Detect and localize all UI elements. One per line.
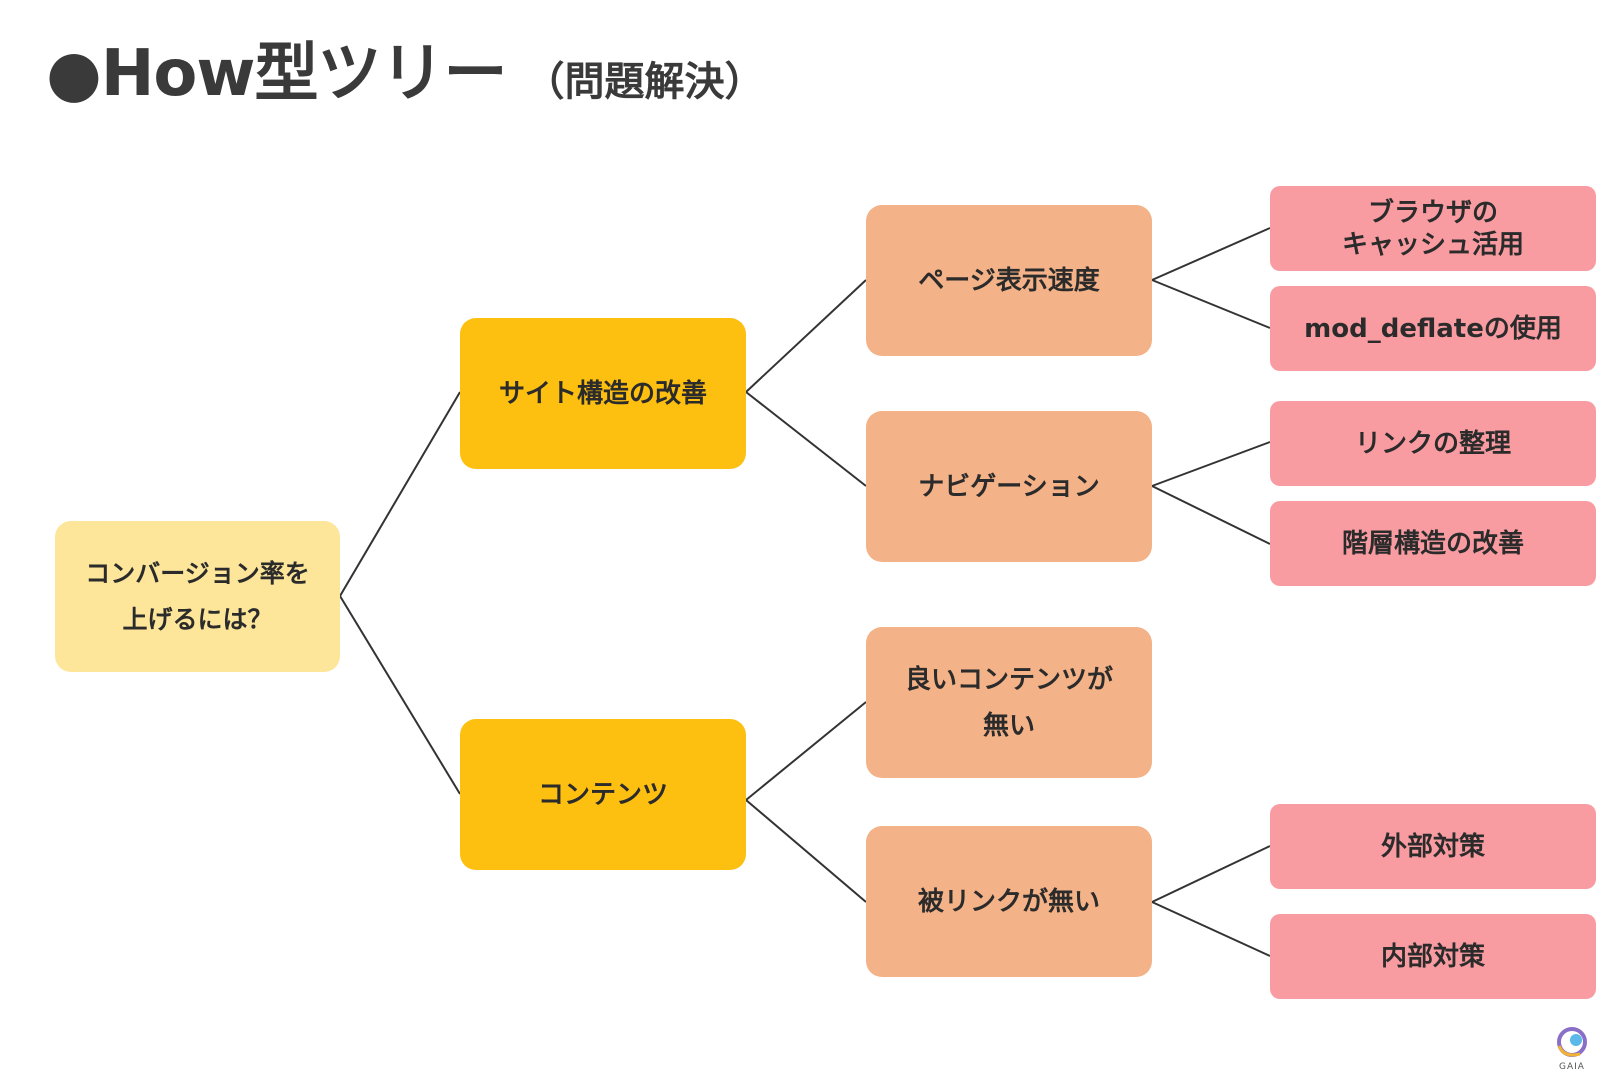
node-browser-cache: ブラウザの キャッシュ活用 [1270,186,1596,271]
title-main: ●How型ツリー [46,37,507,111]
connector-backlinks-external [1151,845,1271,903]
node-navigation: ナビゲーション [866,411,1152,562]
title-sub: （問題解決） [524,59,765,105]
connector-content-backlinks [745,799,867,903]
node-hierarchy-improvement: 階層構造の改善 [1270,501,1596,586]
connector-site-nav [745,391,867,487]
node-page-speed: ページ表示速度 [866,205,1152,356]
connector-nav-hierarchy [1151,485,1271,545]
gaia-logo-icon [1557,1027,1587,1057]
node-internal-measures: 内部対策 [1270,914,1596,999]
logo-text: GAIA [1559,1062,1585,1072]
node-content: コンテンツ [460,719,746,870]
connector-nav-links [1151,441,1271,487]
connector-speed-deflate [1151,279,1271,329]
connector-root-content [339,595,461,795]
node-site-structure: サイト構造の改善 [460,318,746,469]
gaia-logo: GAIA [1550,1026,1594,1076]
connector-site-speed [745,279,867,393]
connector-backlinks-internal [1151,901,1271,957]
node-backlinks: 被リンクが無い [866,826,1152,977]
node-root: コンバージョン率を 上げるには？ [55,521,340,672]
connector-content-good [745,701,867,801]
page-title: ●How型ツリー （問題解決） [46,22,765,111]
node-external-measures: 外部対策 [1270,804,1596,889]
connector-speed-cache [1151,227,1271,281]
connector-root-site [339,391,461,597]
node-good-content: 良いコンテンツが 無い [866,627,1152,778]
node-link-organization: リンクの整理 [1270,401,1596,486]
node-mod-deflate: mod_deflateの使用 [1270,286,1596,371]
